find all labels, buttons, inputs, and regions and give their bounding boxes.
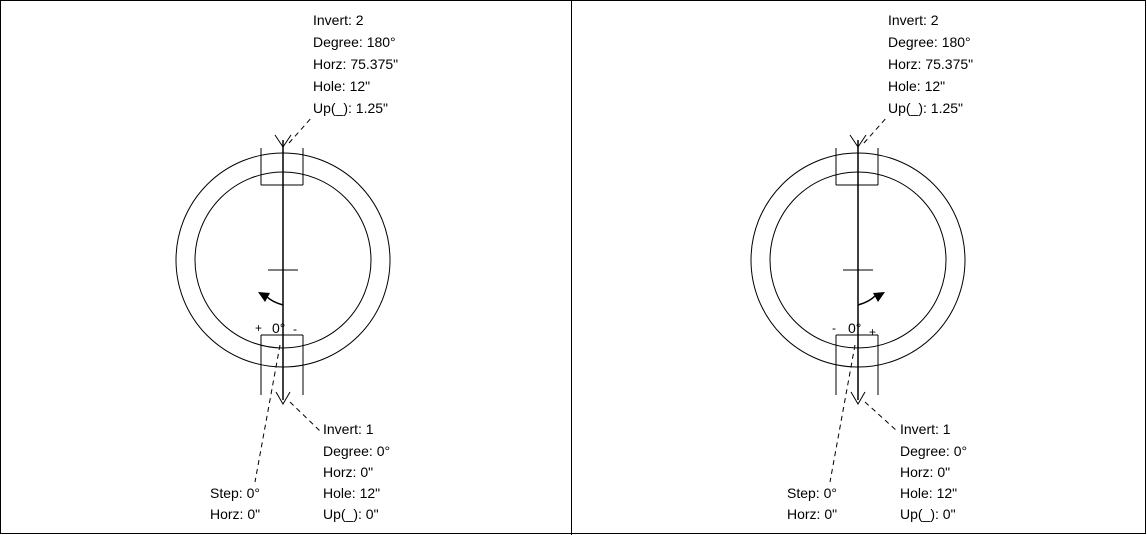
top-label-line: Horz: 75.375"	[888, 56, 973, 72]
top-label-leader	[863, 115, 889, 144]
bottom-label-leader	[864, 401, 898, 432]
rotation-arc	[857, 295, 876, 306]
top-label-line: Invert: 2	[888, 12, 939, 28]
bottom-label-line: Horz: 0"	[323, 464, 373, 480]
bottom-label-line: Invert: 1	[323, 421, 374, 437]
top-label-block: Invert: 2 Degree: 180° Horz: 75.375" Hol…	[313, 12, 398, 116]
top-label-block: Invert: 2 Degree: 180° Horz: 75.375" Hol…	[888, 12, 973, 116]
bottom-label-line: Degree: 0°	[323, 443, 390, 459]
top-label-leader	[288, 115, 314, 144]
rotation-arrow-icon	[873, 292, 885, 302]
bottom-label-leader	[289, 401, 321, 432]
zero-left-sign: -	[832, 321, 836, 335]
step-label-block: Step: 0° Horz: 0"	[787, 485, 837, 522]
zero-degree-label: 0°	[272, 320, 285, 336]
zero-right-sign: +	[869, 325, 876, 339]
top-label-line: Hole: 12"	[888, 78, 945, 94]
step-label-line: Step: 0°	[787, 485, 837, 501]
bottom-label-line: Horz: 0"	[900, 464, 950, 480]
lower-pipe-arrow	[850, 391, 866, 405]
step-label-block: Step: 0° Horz: 0"	[210, 485, 260, 522]
bottom-label-line: Up(_): 0"	[900, 506, 956, 522]
rotation-arrow-icon	[258, 292, 270, 302]
top-label-line: Up(_): 1.25"	[888, 100, 963, 116]
bottom-label-block: Invert: 1 Degree: 0° Horz: 0" Hole: 12" …	[323, 421, 390, 522]
top-label-line: Horz: 75.375"	[313, 56, 398, 72]
zero-left-sign: +	[255, 321, 262, 335]
step-label-line: Step: 0°	[210, 485, 260, 501]
rotation-arc	[265, 295, 284, 306]
bottom-label-line: Up(_): 0"	[323, 506, 379, 522]
bottom-label-line: Degree: 0°	[900, 443, 967, 459]
panel-left: + 0° - Invert: 2 Degree: 180° Horz: 75.3…	[175, 12, 398, 522]
bottom-label-line: Hole: 12"	[900, 485, 957, 501]
bottom-label-block: Invert: 1 Degree: 0° Horz: 0" Hole: 12" …	[900, 421, 967, 522]
top-label-line: Hole: 12"	[313, 78, 370, 94]
bottom-label-line: Invert: 1	[900, 421, 951, 437]
step-label-line: Horz: 0"	[787, 506, 837, 522]
top-label-line: Degree: 180°	[313, 34, 396, 50]
top-label-line: Degree: 180°	[888, 34, 971, 50]
panel-right: - 0° + Invert: 2 Degree: 180° Horz: 75.3…	[750, 12, 973, 522]
lower-pipe-arrow	[275, 391, 291, 405]
step-label-line: Horz: 0"	[210, 506, 260, 522]
zero-right-sign: -	[293, 322, 297, 336]
top-label-line: Invert: 2	[313, 12, 364, 28]
top-label-line: Up(_): 1.25"	[313, 100, 388, 116]
bottom-label-line: Hole: 12"	[323, 485, 380, 501]
zero-degree-label: 0°	[848, 320, 861, 336]
